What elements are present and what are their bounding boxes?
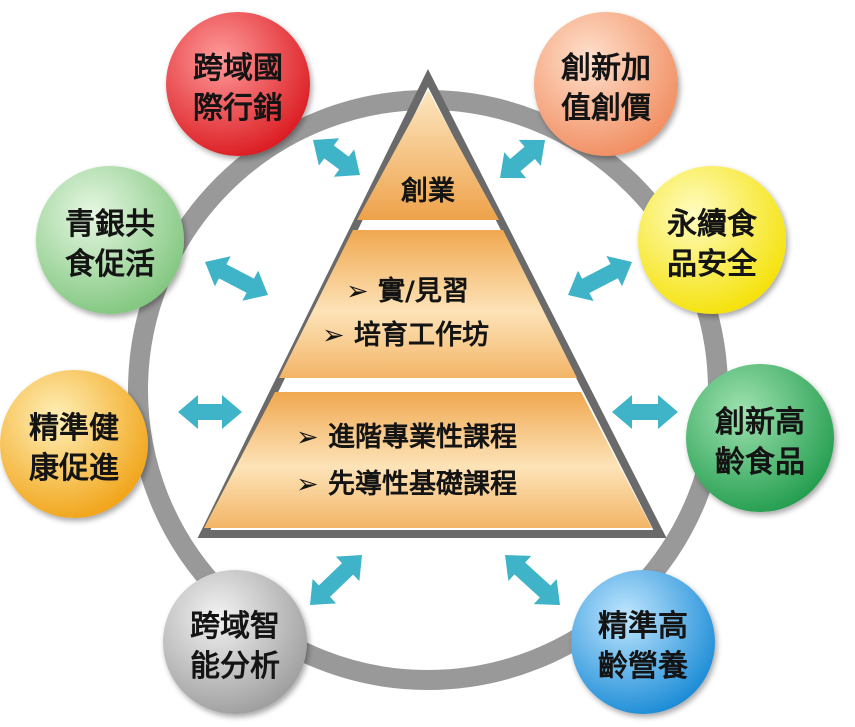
connector-arrows [178,138,678,605]
node-circle [571,570,715,714]
node-label-line-1: 精準高 [598,609,688,644]
double-arrow-3 [568,256,632,301]
pyramid-middle-line-1: ➢ 實/見習 [346,275,469,307]
node-circle [36,166,184,314]
double-arrow-6 [310,554,363,605]
node-circle [0,370,148,518]
double-arrow-2 [499,139,545,179]
pyramid-bottom-line-1: ➢ 進階專業性課程 [296,421,517,453]
node-circle [166,12,310,156]
node-label-line-2: 食促活 [65,247,155,282]
pyramid-bottom-line-2: ➢ 先導性基礎課程 [296,468,517,500]
node-circle [163,570,307,714]
node-label-line-2: 齡食品 [715,445,805,480]
outer-nodes: 跨域國際行銷創新加值創價永續食品安全創新高齡食品精準高齡營養跨域智能分析精準健康… [0,12,834,714]
node-label-line-2: 能分析 [190,649,280,684]
double-arrow-4 [612,395,678,429]
pyramid-tier-top [357,90,499,220]
pyramid-tier-middle [279,230,577,378]
double-arrow-7 [178,395,242,429]
node-label-line-1: 創新高 [715,405,805,440]
node-circle [638,166,786,314]
node-label-line-2: 康促進 [29,451,119,486]
node-label-line-1: 跨域國 [193,51,283,86]
node-circle [686,364,834,512]
node-label-line-1: 創新加 [561,51,651,86]
node-label-line-2: 值創價 [561,91,651,126]
double-arrow-5 [504,555,560,605]
node-label-line-1: 精準健 [29,411,119,446]
node-label-line-2: 品安全 [667,247,758,282]
node-label-line-1: 永續食 [667,207,758,242]
pyramid-tier-bottom [204,392,652,528]
node-circle [534,12,678,156]
pyramid-middle-line-2: ➢ 培育工作坊 [322,319,489,351]
node-label-line-1: 青銀共 [65,207,155,242]
pyramid-top-label: 創業 [401,176,455,207]
double-arrow-1 [313,138,360,177]
node-label-line-2: 齡營養 [598,649,688,684]
node-label-line-2: 際行銷 [193,91,283,126]
pyramid: 創業 ➢ 實/見習 ➢ 培育工作坊 ➢ 進階專業性課程 ➢ 先導性基礎課程 [197,69,667,538]
node-label-line-1: 跨域智 [190,609,280,644]
double-arrow-8 [205,256,269,301]
